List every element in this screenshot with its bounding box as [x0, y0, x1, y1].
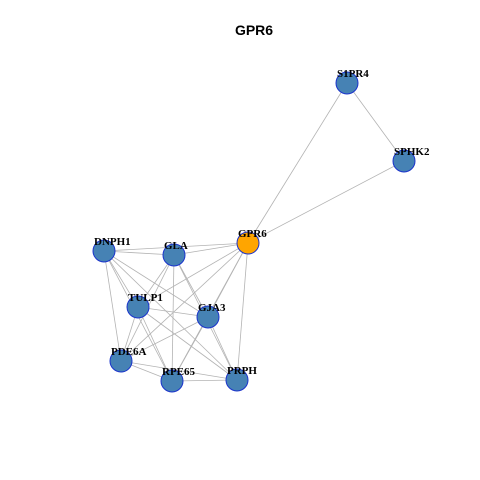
node-label-gja3: GJA3 [198, 302, 226, 314]
edge-gpr6-prph [236, 242, 249, 381]
node-label-sphk2: SPHK2 [394, 146, 430, 158]
edge-dnph1-gja3 [103, 250, 209, 318]
node-tulp1 [126, 295, 150, 319]
edge-gpr6-tulp1 [137, 242, 249, 308]
node-pde6a [109, 349, 133, 373]
edge-tulp1-prph [137, 306, 238, 381]
node-layer [92, 71, 416, 393]
node-gla [162, 243, 186, 267]
node-gpr6 [236, 231, 260, 255]
edge-pde6a-prph [120, 360, 238, 381]
node-sphk2 [392, 149, 416, 173]
edge-dnph1-gla [103, 250, 175, 256]
edge-gpr6-gla [173, 242, 249, 256]
edge-dnph1-prph [103, 250, 238, 381]
edge-gja3-prph [207, 316, 238, 381]
node-label-gla: GLA [164, 240, 188, 252]
node-label-prph: PRPH [227, 365, 257, 377]
edge-s1pr4-gpr6 [247, 82, 348, 244]
node-label-pde6a: PDE6A [111, 346, 147, 358]
node-s1pr4 [335, 71, 359, 95]
graph-title: GPR6 [235, 22, 273, 38]
node-label-tulp1: TULP1 [128, 292, 163, 304]
node-label-gpr6: GPR6 [238, 228, 267, 240]
node-prph [225, 368, 249, 392]
edge-dnph1-pde6a [103, 250, 122, 362]
node-label-s1pr4: S1PR4 [337, 68, 369, 80]
edge-gla-rpe65 [171, 254, 175, 382]
edge-s1pr4-sphk2 [346, 82, 405, 162]
edge-gja3-pde6a [120, 316, 209, 362]
edge-gla-gja3 [173, 254, 209, 318]
node-rpe65 [160, 369, 184, 393]
node-gja3 [196, 305, 220, 329]
node-label-dnph1: DNPH1 [94, 236, 131, 248]
node-label-rpe65: RPE65 [162, 366, 196, 378]
edge-sphk2-gpr6 [247, 160, 405, 244]
node-dnph1 [92, 239, 116, 263]
edge-tulp1-gja3 [137, 306, 209, 318]
